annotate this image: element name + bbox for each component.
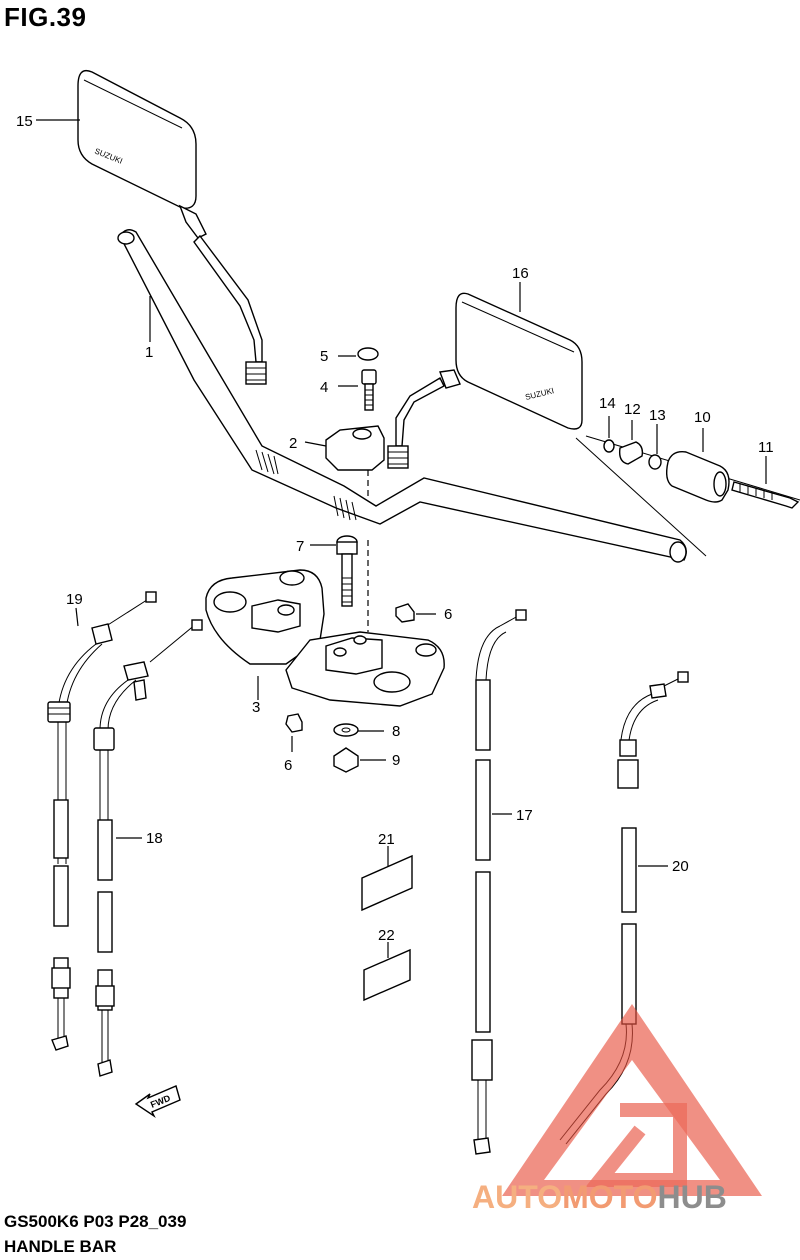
figure-title: FIG.39 (4, 2, 87, 32)
callout-1: 1 (145, 344, 153, 361)
callout-18: 18 (146, 830, 163, 847)
callout-5: 5 (320, 348, 328, 365)
handlebar-holder-lower (205, 540, 445, 707)
callout-12: 12 (624, 401, 641, 418)
mirror-left: SUZUKI (36, 69, 267, 385)
throttle-cable-18 (93, 619, 203, 1077)
callout-3: 3 (252, 699, 260, 716)
callout-4: 4 (320, 379, 328, 396)
callout-16: 16 (512, 265, 529, 282)
callout-21: 21 (378, 831, 395, 848)
throttle-cable-19 (47, 591, 157, 1051)
clutch-cable-17 (471, 609, 527, 1155)
callout-22: 22 (378, 927, 395, 944)
choke-cable-20 (559, 671, 689, 1145)
watermark: AUTOMOTOHUB (472, 1004, 762, 1215)
callout-numbers: 15 16 1 5 4 2 14 12 13 10 11 7 6 19 3 8 … (16, 113, 774, 944)
watermark-text-auto: AUTO (472, 1179, 562, 1215)
callout-7: 7 (296, 538, 304, 555)
callout-11: 11 (758, 439, 774, 456)
callout-6a: 6 (444, 606, 452, 623)
watermark-text-hub: HUB (657, 1179, 726, 1215)
forward-arrow-icon: FWD (134, 1085, 181, 1119)
callout-17: 17 (516, 807, 533, 824)
callout-15: 15 (16, 113, 33, 130)
callout-20: 20 (672, 858, 689, 875)
watermark-logo-icon (502, 1004, 762, 1196)
callout-13: 13 (649, 407, 666, 424)
watermark-text-moto: MOTO (562, 1179, 657, 1215)
callout-10: 10 (694, 409, 711, 426)
svg-text:AUTOMOTOHUB: AUTOMOTOHUB (472, 1179, 727, 1215)
callout-6b: 6 (284, 757, 292, 774)
callout-14: 14 (599, 395, 616, 412)
mirror-right: SUZUKI (387, 282, 583, 469)
bar-end-parts (575, 416, 800, 557)
label-stickers (361, 846, 413, 1002)
callout-9: 9 (392, 752, 400, 769)
callout-8: 8 (392, 723, 400, 740)
callout-2: 2 (289, 435, 297, 452)
bolt-7 (310, 535, 358, 607)
small-parts (285, 603, 436, 773)
model-code: GS500K6 P03 P28_039 (4, 1212, 187, 1231)
holder-upper-assembly (304, 347, 385, 500)
handlebar (117, 229, 687, 563)
section-name: HANDLE BAR (4, 1237, 117, 1256)
callout-19: 19 (66, 591, 83, 608)
